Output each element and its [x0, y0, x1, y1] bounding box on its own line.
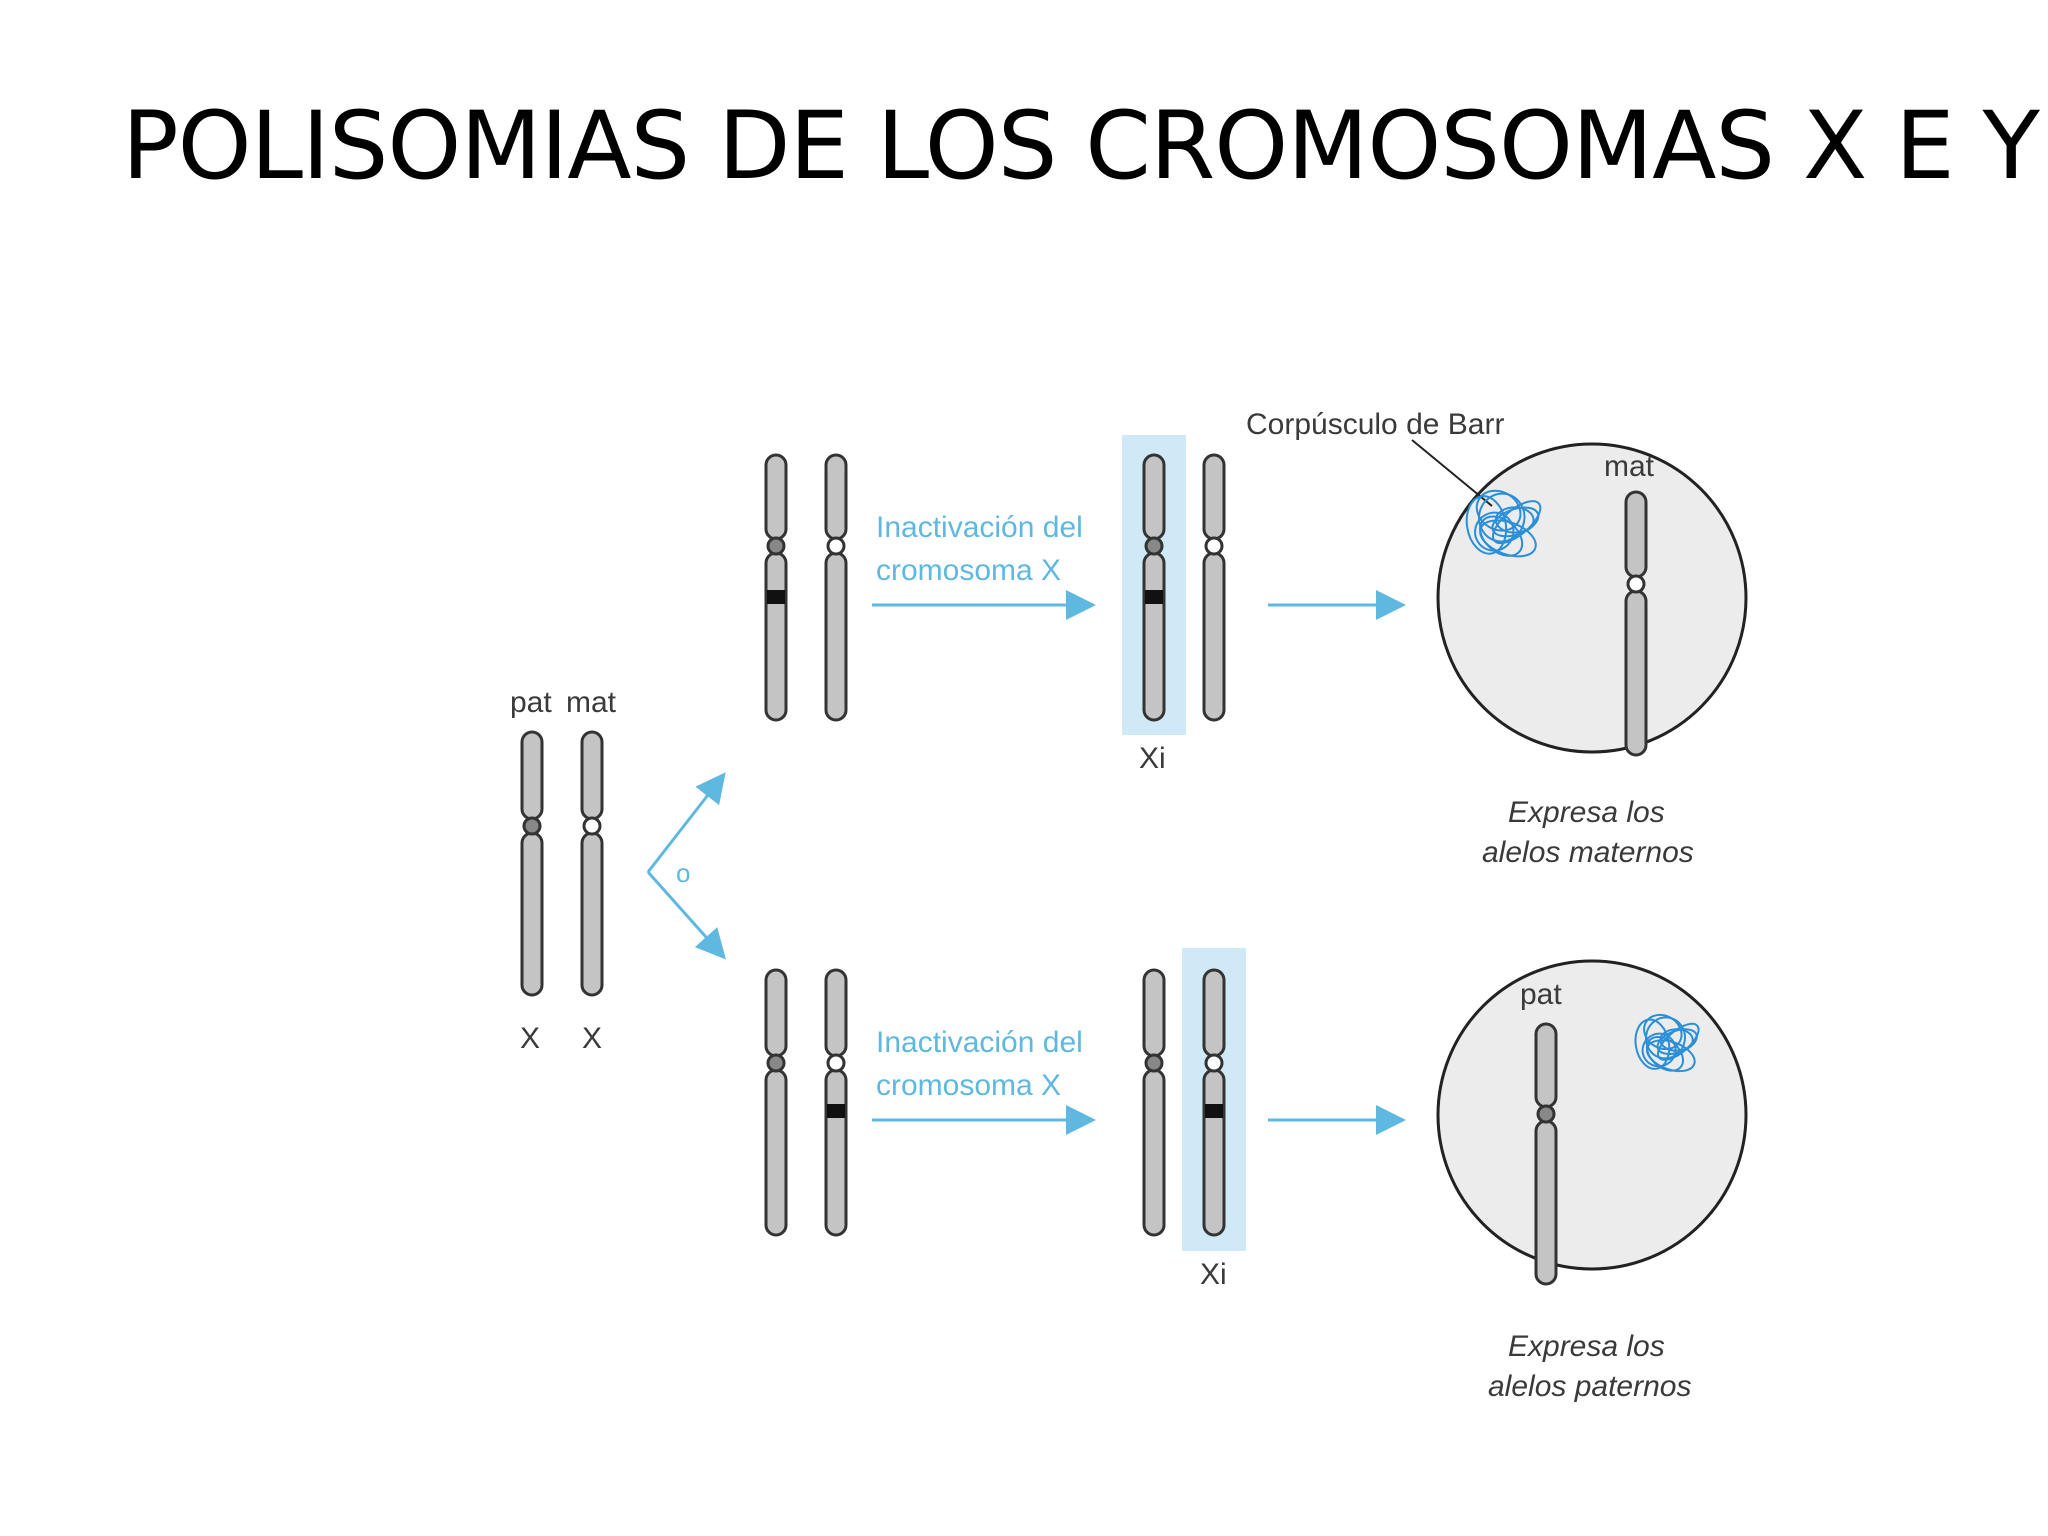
barr-body-bottom	[1634, 1013, 1700, 1073]
cell-top-chromosome-mat	[1624, 490, 1648, 757]
chromosome-bottom-xi	[1202, 968, 1226, 1237]
inactivation-text-bottom-1: Inactivación del	[876, 1026, 1083, 1059]
label-pat-cell: pat	[1520, 978, 1562, 1011]
label-xi-top: Xi	[1139, 742, 1166, 775]
label-x-2: X	[582, 1022, 602, 1055]
arrows	[646, 439, 1493, 1135]
inactivation-text-bottom-2: cromosoma X	[876, 1069, 1061, 1102]
label-pat: pat	[510, 686, 552, 719]
label-mat-cell: mat	[1604, 450, 1655, 483]
expresses-text-bottom-2: alelos paternos	[1488, 1370, 1691, 1403]
chromosome-layer	[520, 453, 1648, 1286]
expresses-text-bottom-1: Expresa los	[1508, 1330, 1665, 1363]
label-barr-body: Corpúsculo de Barr	[1246, 408, 1504, 441]
expresses-text-top-2: alelos maternos	[1482, 836, 1694, 869]
chromosome-top-xi	[1142, 453, 1166, 722]
label-mat: mat	[566, 686, 617, 719]
label-x-1: X	[520, 1022, 540, 1055]
label-xi-bottom: Xi	[1200, 1258, 1227, 1291]
chromosome-top-2	[824, 453, 848, 722]
chromosome-top-active	[1202, 453, 1226, 722]
branch-arrow-up	[646, 772, 726, 873]
inactivation-text-top-2: cromosoma X	[876, 554, 1061, 587]
inactivation-text-top-1: Inactivación del	[876, 511, 1083, 544]
page-title: POLISOMIAS DE LOS CROMOSOMAS X E Y	[122, 92, 2040, 201]
cell-bottom	[1436, 959, 1748, 1271]
chromosome-bottom-1	[764, 968, 788, 1237]
chromosome-left-pat	[520, 730, 544, 997]
label-or: o	[676, 858, 690, 888]
chromosome-bottom-2	[824, 968, 848, 1237]
barr-leader-line	[1411, 439, 1493, 507]
chromosome-top-1	[764, 453, 788, 722]
barr-body-top	[1465, 489, 1542, 558]
branch-arrow-down	[646, 871, 726, 960]
chromosome-bottom-active	[1142, 968, 1166, 1237]
chromosome-left-mat	[580, 730, 604, 997]
cell-top	[1436, 442, 1748, 754]
cell-bottom-chromosome-pat	[1534, 1022, 1558, 1286]
expresses-text-top-1: Expresa los	[1508, 796, 1665, 829]
